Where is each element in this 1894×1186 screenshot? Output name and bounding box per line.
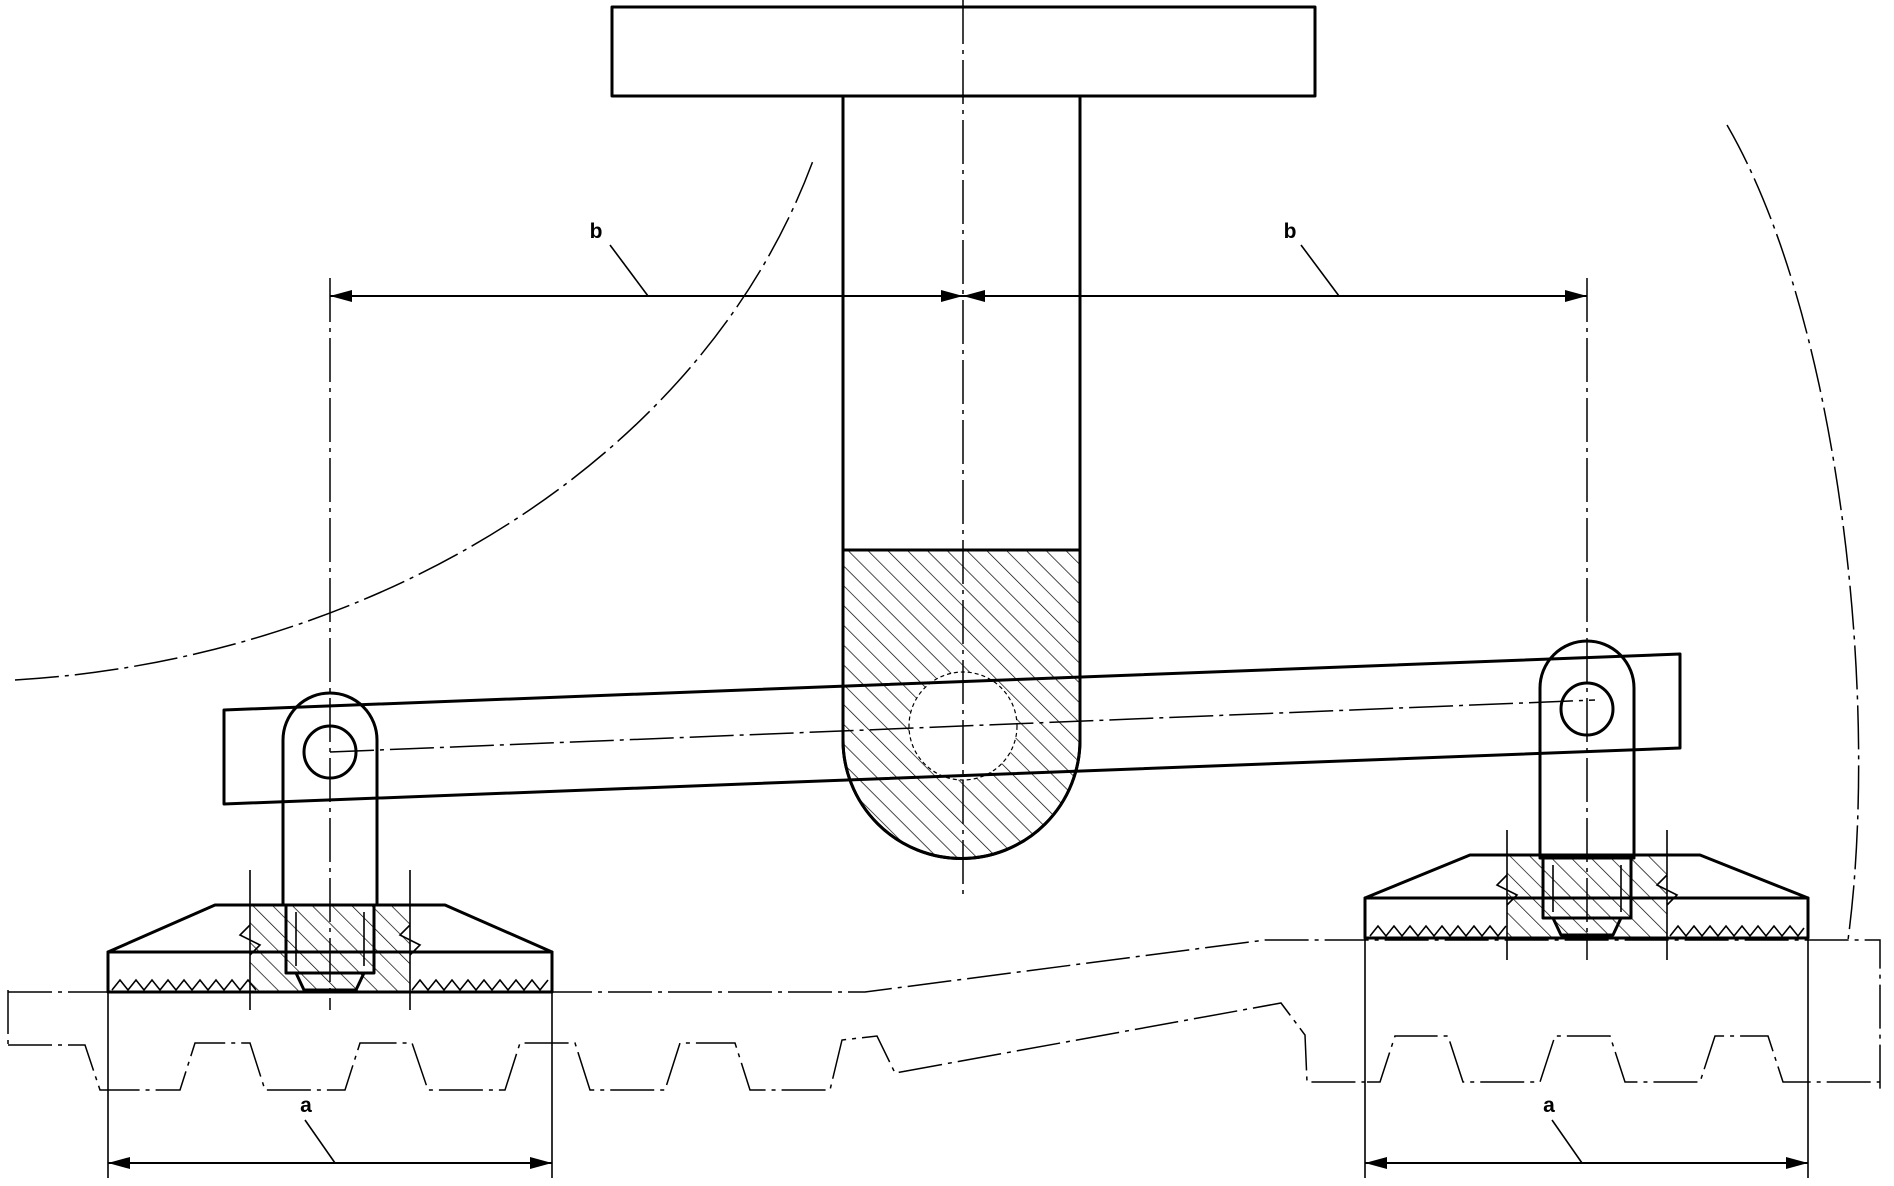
dimension-b bbox=[330, 244, 1587, 302]
left-swing-arc bbox=[14, 157, 815, 681]
label-a-left: a bbox=[300, 1094, 312, 1117]
right-swing-arc bbox=[1726, 124, 1860, 941]
dimension-a-left bbox=[107, 992, 553, 1178]
label-b-left: b bbox=[590, 220, 603, 243]
ground-profile bbox=[7, 939, 1881, 1091]
dimension-a-right bbox=[1364, 938, 1809, 1178]
label-b-right: b bbox=[1284, 220, 1297, 243]
balance-beam bbox=[222, 652, 1682, 806]
label-a-right: a bbox=[1543, 1094, 1555, 1117]
